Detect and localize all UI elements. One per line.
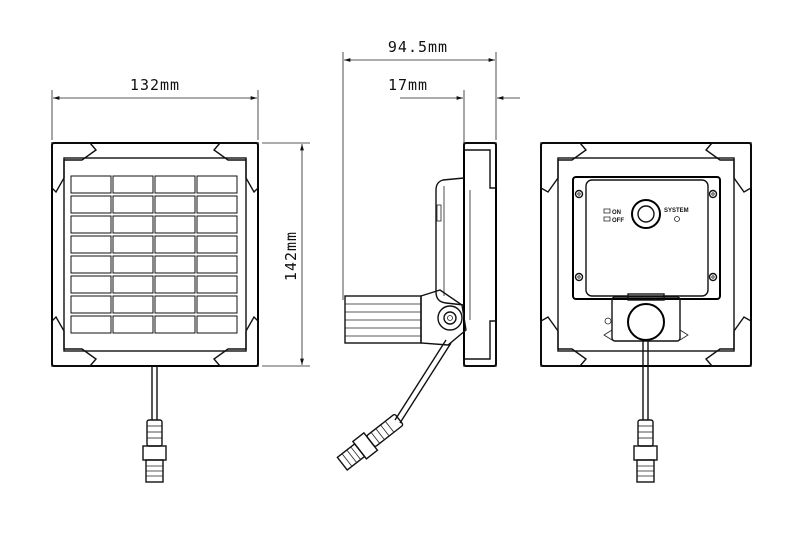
solar-cell	[112, 235, 154, 254]
system-label: SYSTEM	[664, 208, 689, 214]
off-label: OFF	[612, 218, 624, 224]
solar-cell	[70, 195, 112, 214]
solar-cell	[196, 175, 238, 194]
rear-mount	[603, 293, 689, 342]
solar-cell	[196, 195, 238, 214]
solar-cell	[196, 315, 238, 334]
depth-total-dimension: 94.5mm	[342, 38, 497, 300]
solar-cell	[154, 275, 196, 294]
solar-cell	[70, 275, 112, 294]
panel-inner-frame	[63, 157, 247, 352]
width-dimension: 132mm	[51, 76, 259, 140]
control-box-screws	[574, 189, 718, 282]
solar-cell	[70, 295, 112, 314]
depth-panel-dimension: 17mm	[388, 76, 520, 142]
solar-cell	[112, 215, 154, 234]
side-cable	[336, 339, 452, 471]
rear-corner-brackets	[540, 142, 752, 367]
side-view: 94.5mm 17mm	[336, 38, 520, 471]
solar-cell	[112, 315, 154, 334]
solar-cell	[112, 295, 154, 314]
depth-total-label: 94.5mm	[388, 38, 448, 56]
connector-body	[146, 419, 163, 447]
corner-brackets	[51, 142, 259, 367]
solar-cell	[112, 195, 154, 214]
power-button[interactable]	[631, 199, 661, 229]
solar-cell	[112, 275, 154, 294]
solar-cell	[70, 235, 112, 254]
side-bracket	[344, 289, 467, 346]
power-labels: ON OFF	[603, 208, 624, 224]
control-box	[572, 176, 721, 300]
solar-cell	[70, 215, 112, 234]
solar-cell-grid	[70, 175, 238, 334]
solar-cell	[154, 195, 196, 214]
rear-cable	[633, 340, 658, 483]
height-dimension: 142mm	[262, 142, 310, 367]
solar-cell	[154, 295, 196, 314]
solar-cell	[70, 255, 112, 274]
solar-cell	[112, 255, 154, 274]
solar-cell	[196, 255, 238, 274]
rear-view: ON OFF SYSTEM	[540, 142, 752, 483]
solar-cell	[196, 215, 238, 234]
front-cable	[142, 366, 167, 483]
solar-cell	[154, 315, 196, 334]
solar-cell	[196, 275, 238, 294]
solar-cell	[154, 175, 196, 194]
hinge-knob	[437, 305, 463, 331]
system-led-icon	[674, 216, 680, 222]
solar-cell	[154, 215, 196, 234]
solar-cell	[112, 175, 154, 194]
front-view: 132mm 142mm	[51, 76, 310, 483]
width-label: 132mm	[130, 76, 180, 94]
solar-cell	[70, 175, 112, 194]
depth-panel-label: 17mm	[388, 76, 428, 94]
side-rear-box	[435, 177, 465, 306]
solar-cell	[196, 295, 238, 314]
rear-outer-frame	[540, 142, 752, 367]
solar-cell	[154, 235, 196, 254]
solar-cell	[154, 255, 196, 274]
solar-cell	[70, 315, 112, 334]
solar-cell	[196, 235, 238, 254]
height-label: 142mm	[282, 231, 300, 281]
on-label: ON	[612, 210, 621, 216]
panel-outer-frame	[51, 142, 259, 367]
side-panel-body	[463, 142, 497, 367]
connector-collar	[142, 445, 167, 461]
